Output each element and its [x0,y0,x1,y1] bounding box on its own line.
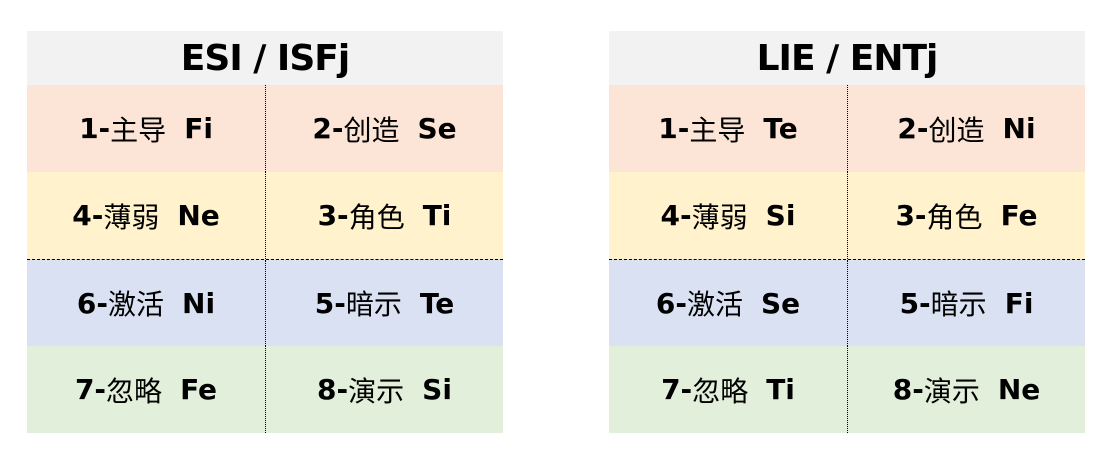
table-row: 6-激活 Ni 5-暗示 Te [27,259,503,346]
function-label: Ne [177,199,220,232]
table-row: 6-激活 Se 5-暗示 Fi [609,259,1085,346]
position-number: 8- [317,373,349,406]
role-label: 忽略 [106,374,163,408]
function-label: Te [763,112,798,145]
table-esi-isfj: ESI / ISFj 1-主导 Fi 2-创造 Se 4-薄弱 Ne 3-角色 Ti 6… [27,31,503,433]
table-cell: 7-忽略 Fe [27,346,266,433]
table-cell: 8-演示 Ne [848,346,1085,433]
position-number: 3- [895,199,927,232]
position-number: 7- [661,373,693,406]
table-cell: 5-暗示 Te [266,260,503,346]
table-row: 4-薄弱 Si 3-角色 Fe [609,172,1085,259]
role-label: 忽略 [692,374,749,408]
role-label: 创造 [343,113,400,147]
role-label: 薄弱 [103,200,160,234]
function-label: Ni [1002,112,1036,145]
position-number: 3- [317,199,349,232]
table-cell: 4-薄弱 Ne [27,172,266,259]
position-number: 2- [897,112,929,145]
function-label: Te [419,286,455,320]
position-number: 6- [76,286,109,320]
position-number: 2- [312,112,344,145]
table-row: 7-忽略 Ti 8-演示 Ne [609,346,1085,433]
position-number: 4- [72,199,104,232]
position-number: 8- [892,373,924,406]
function-label: Ti [766,373,795,406]
table-title: LIE / ENTj [609,31,1085,85]
table-cell: 3-角色 Ti [266,172,503,259]
function-label: Se [760,286,801,320]
function-label: Fe [1000,199,1038,232]
position-number: 6- [655,286,687,320]
table-row: 4-薄弱 Ne 3-角色 Ti [27,172,503,259]
role-label: 主导 [110,113,167,147]
table-cell: 7-忽略 Ti [609,346,848,433]
role-label: 主导 [689,113,746,147]
table-cell: 1-主导 Fi [27,85,266,172]
role-label: 薄弱 [691,200,748,234]
function-label: Ne [997,373,1041,406]
role-label: 角色 [926,200,983,234]
table-cell: 2-创造 Se [266,85,503,172]
table-cell: 4-薄弱 Si [609,172,848,259]
position-number: 1- [79,112,111,145]
role-label: 激活 [686,288,743,321]
position-number: 5- [899,286,931,320]
function-label: Si [422,373,452,406]
table-cell: 6-激活 Se [609,260,848,346]
table-title: ESI / ISFj [27,31,503,85]
role-label: 创造 [928,113,985,147]
role-label: 演示 [348,374,405,408]
function-label: Fe [180,373,218,406]
table-row: 1-主导 Fi 2-创造 Se [27,85,503,172]
function-label: Ni [182,286,216,320]
role-label: 角色 [348,200,405,234]
role-label: 激活 [108,288,165,321]
table-cell: 2-创造 Ni [848,85,1085,172]
position-number: 5- [314,286,346,320]
table-cell: 1-主导 Te [609,85,848,172]
table-cell: 3-角色 Fe [848,172,1085,259]
function-label: Si [765,199,796,232]
role-label: 暗示 [345,288,402,321]
table-row: 1-主导 Te 2-创造 Ni [609,85,1085,172]
function-label: Fi [1004,286,1034,320]
function-label: Fi [184,112,213,145]
position-number: 4- [660,199,692,232]
position-number: 7- [74,373,107,406]
position-number: 1- [658,112,690,145]
role-label: 演示 [923,374,980,408]
table-cell: 6-激活 Ni [27,260,266,346]
table-cell: 8-演示 Si [266,346,503,433]
function-label: Ti [422,199,452,232]
role-label: 暗示 [930,288,987,321]
function-label: Se [417,112,457,145]
table-row: 7-忽略 Fe 8-演示 Si [27,346,503,433]
table-lie-entj: LIE / ENTj 1-主导 Te 2-创造 Ni 4-薄弱 Si 3-角色 Fe 6… [609,31,1085,433]
table-cell: 5-暗示 Fi [848,260,1085,346]
